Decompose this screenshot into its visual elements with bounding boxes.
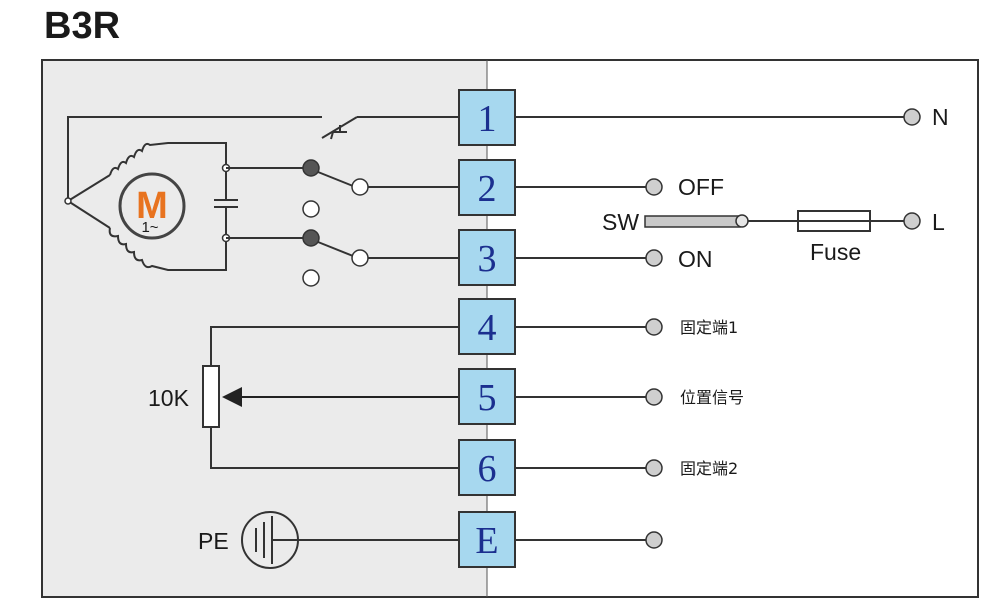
- selector-switch: [644, 214, 749, 228]
- label-sw: SW: [602, 209, 639, 235]
- external-panel: [487, 60, 978, 597]
- terminal-off: [645, 178, 663, 196]
- diagram-frame: [41, 59, 979, 598]
- terminal-block: [458, 298, 516, 355]
- terminal-block: [458, 368, 516, 425]
- terminal-number: 6: [478, 448, 497, 490]
- label-on: ON: [678, 246, 713, 272]
- terminal-number: 2: [478, 168, 497, 210]
- terminal-number: 4: [478, 307, 497, 349]
- terminal-fixed2: [645, 459, 663, 477]
- label-l: L: [932, 209, 945, 235]
- terminal-n: [903, 108, 921, 126]
- motor-windings: [64, 142, 238, 271]
- label-position-signal: 位置信号: [680, 388, 744, 407]
- switch-contacts-lower: [226, 229, 369, 287]
- terminal-number: 1: [478, 98, 497, 140]
- terminal-strip: 1 2 3 4 5 6E: [458, 89, 516, 568]
- wire-neutral-loop: [67, 116, 322, 201]
- label-fuse: Fuse: [810, 239, 861, 265]
- motor-phase-label: 1~: [141, 219, 158, 236]
- label-n: N: [932, 104, 949, 130]
- terminal-l: [903, 212, 921, 230]
- terminal-position-signal: [645, 388, 663, 406]
- terminal-on: [645, 249, 663, 267]
- terminal-number: E: [475, 520, 498, 562]
- earth-symbol: [241, 511, 459, 569]
- internal-panel: [42, 60, 487, 597]
- resistor-value-label: 10K: [148, 385, 190, 411]
- motor-letter: M: [136, 185, 168, 227]
- switch-contacts-upper: [226, 159, 369, 218]
- limit-switch-contact: [321, 116, 358, 140]
- terminal-number: 5: [478, 377, 497, 419]
- label-off: OFF: [678, 174, 724, 200]
- label-fixed1: 固定端1: [680, 318, 738, 337]
- terminal-block: [458, 229, 516, 286]
- terminal-block: [458, 439, 516, 496]
- terminal-number: 3: [478, 238, 497, 280]
- label-fixed2: 固定端2: [680, 459, 738, 478]
- motor-symbol: M 1~: [118, 172, 186, 240]
- potentiometer: [202, 326, 459, 469]
- terminal-block: [458, 159, 516, 216]
- pe-label: PE: [198, 528, 229, 554]
- terminal-block: [458, 511, 516, 568]
- terminal-fixed1: [645, 318, 663, 336]
- terminal-earth-out: [645, 531, 663, 549]
- diagram-title: B3R: [44, 5, 120, 47]
